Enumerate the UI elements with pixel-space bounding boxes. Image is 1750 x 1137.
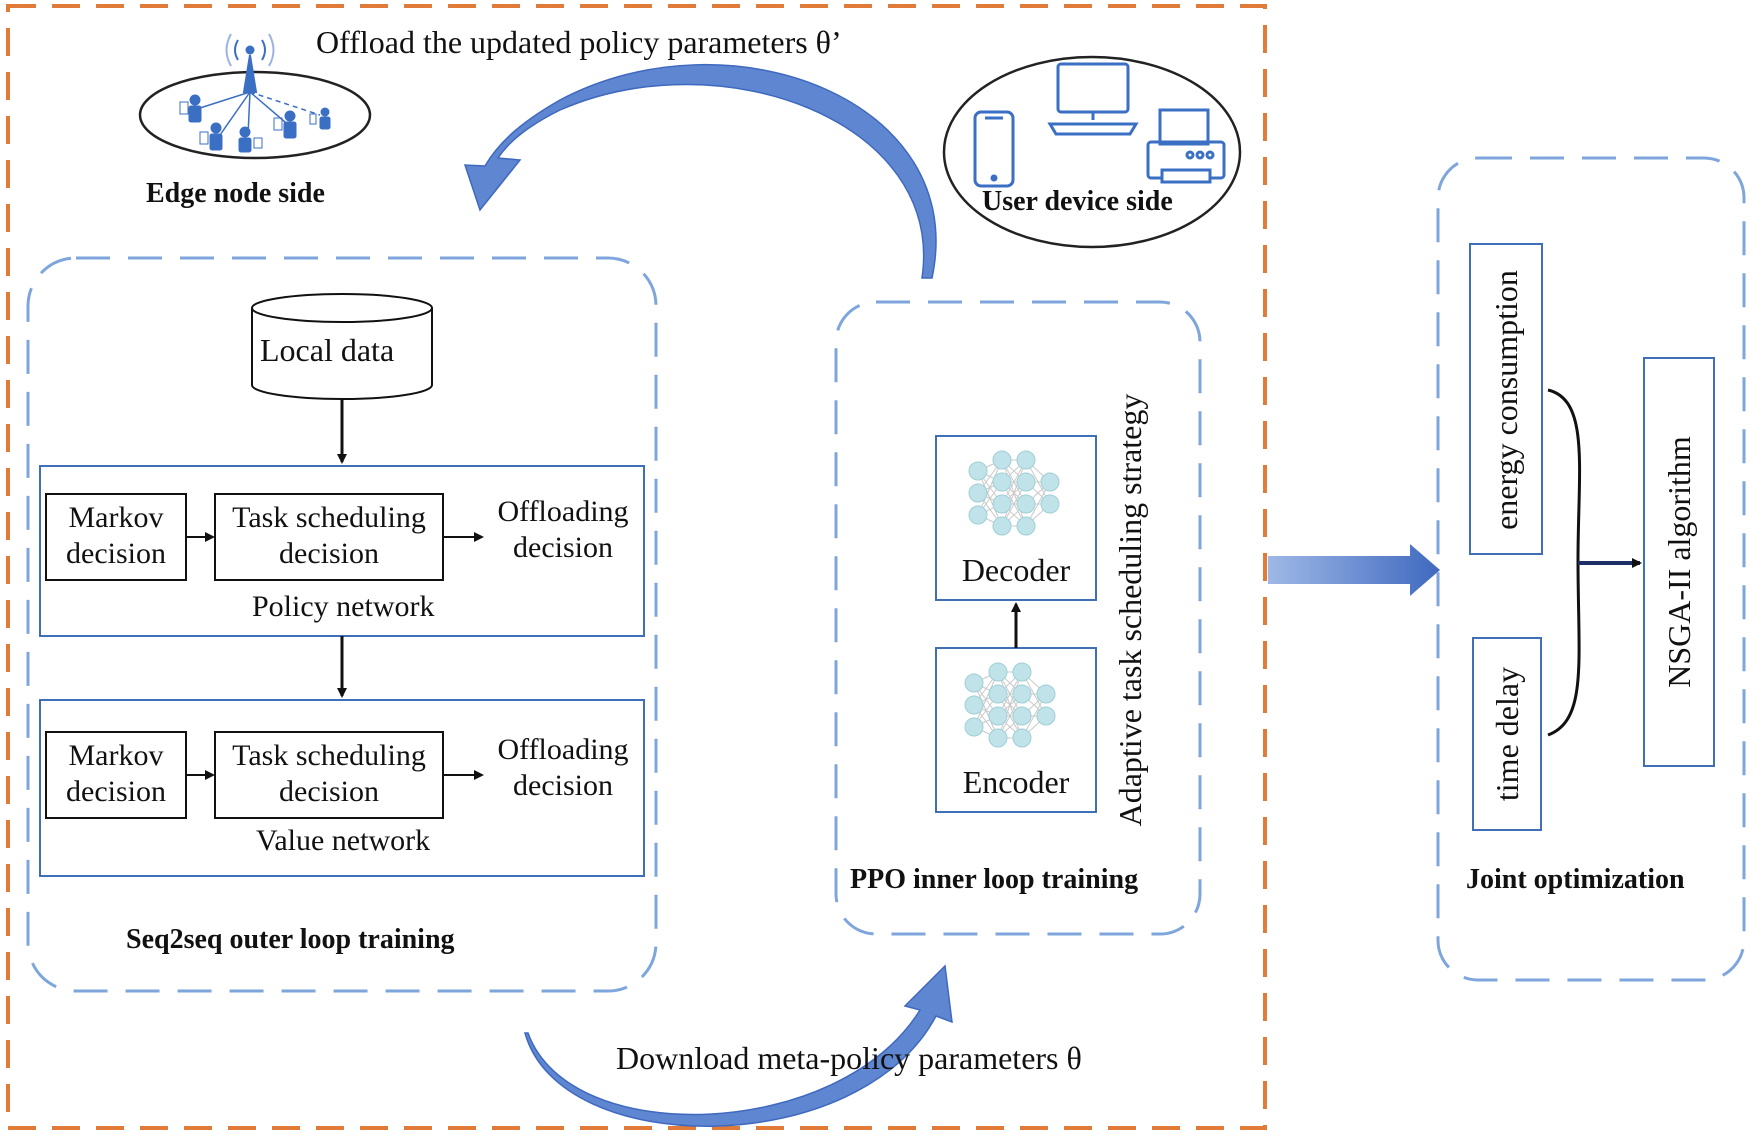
edge-node-group — [138, 33, 372, 160]
encoder-label: Encoder — [962, 764, 1070, 800]
user-device-label: User device side — [982, 186, 1173, 217]
network-node — [968, 461, 988, 481]
network-node — [992, 472, 1012, 492]
energy-label: energy consumption — [1488, 270, 1524, 530]
network-link — [973, 671, 999, 728]
network-link — [977, 459, 1003, 516]
value-network-box — [39, 699, 645, 877]
inner-loop-frame — [834, 300, 1202, 936]
network-node — [988, 662, 1008, 682]
inner-loop-label: PPO inner loop training — [850, 864, 1139, 895]
network-node — [1040, 494, 1060, 514]
delay-label: time delay — [1489, 666, 1525, 802]
energy-box — [1469, 243, 1543, 555]
network-node — [1016, 450, 1036, 470]
local-data-label: Local data — [260, 332, 395, 368]
edge-node-label: Edge node side — [146, 178, 325, 209]
computer-icon — [1047, 62, 1139, 136]
download-label: Download meta-policy parameters θ — [616, 1040, 1082, 1076]
network-node — [1016, 472, 1036, 492]
network-node — [988, 684, 1008, 704]
nsga-label: NSGA-II algorithm — [1661, 436, 1697, 688]
strategy-arrow — [1268, 544, 1440, 596]
value-task-box — [214, 731, 444, 819]
network-node — [964, 673, 984, 693]
network-node — [992, 516, 1012, 536]
decoder-box — [935, 435, 1097, 601]
network-node — [1012, 728, 1032, 748]
network-node — [992, 450, 1012, 470]
download-curved-arrow — [524, 964, 953, 1127]
nsga-box — [1643, 357, 1715, 767]
decoder-network-icon — [968, 450, 1060, 536]
network-link — [1001, 459, 1027, 527]
printer-icon — [1146, 108, 1226, 184]
network-node — [964, 717, 984, 737]
user-device-group — [942, 55, 1242, 249]
offload-label: Offload the updated policy parameters θ’ — [316, 24, 842, 60]
network-node — [992, 494, 1012, 514]
strategy-label: Adaptive task scheduling strategy — [1112, 393, 1148, 827]
network-node — [988, 728, 1008, 748]
joint-brace — [1547, 388, 1582, 737]
encoder-network-icon — [964, 662, 1056, 748]
network-node — [1040, 472, 1060, 492]
decoder-label: Decoder — [961, 552, 1071, 588]
network-node — [1012, 684, 1032, 704]
joint-label: Joint optimization — [1466, 864, 1685, 895]
network-node — [1036, 684, 1056, 704]
network-node — [968, 483, 988, 503]
network-node — [1016, 516, 1036, 536]
local-data-cylinder — [251, 293, 433, 400]
phone-icon — [973, 110, 1015, 188]
joint-frame — [1436, 156, 1746, 982]
network-node — [1012, 706, 1032, 726]
network-node — [988, 706, 1008, 726]
delay-box — [1472, 637, 1542, 831]
outer-orange-border — [6, 4, 1267, 1130]
network-node — [1016, 494, 1036, 514]
value-network-label: Value network — [256, 824, 431, 857]
network-node — [1036, 706, 1056, 726]
policy-network-label: Policy network — [252, 590, 435, 623]
edge-network-icon — [179, 33, 331, 153]
network-node — [964, 695, 984, 715]
network-link — [997, 671, 1023, 739]
offload-curved-arrow — [463, 63, 937, 279]
outer-loop-frame — [26, 256, 658, 993]
outer-loop-label: Seq2seq outer loop training — [126, 924, 455, 955]
network-node — [968, 505, 988, 525]
network-node — [1012, 662, 1032, 682]
